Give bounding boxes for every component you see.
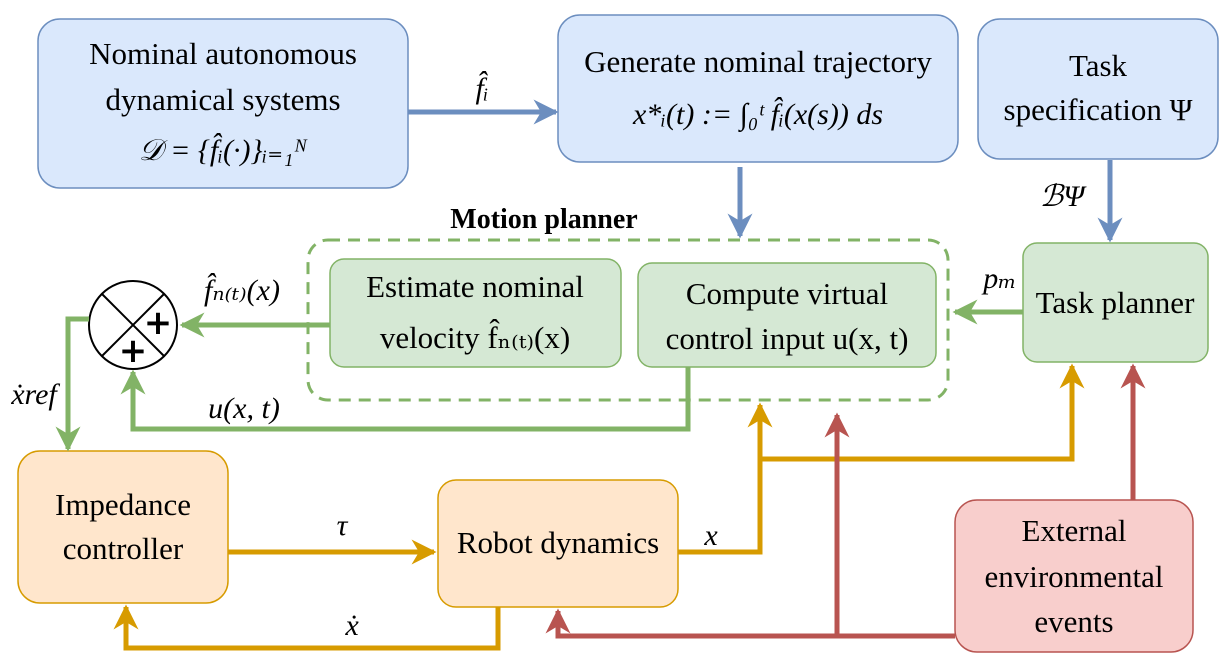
task-planner-box: Task planner xyxy=(1022,242,1209,363)
label-u-xt: u(x, t) xyxy=(208,392,280,425)
svg-text:Estimate nominal: Estimate nominal xyxy=(366,269,584,304)
svg-text:control input u(x, t): control input u(x, t) xyxy=(666,321,909,356)
motion-planner-group xyxy=(306,238,950,402)
label-f-hat-nt: f̂ₙ₍ₜ₎(x) xyxy=(204,273,280,307)
svg-text:Nominal autonomous: Nominal autonomous xyxy=(89,36,357,71)
generate-trajectory-box: Generate nominal trajectory x*ᵢ(t) := ∫₀… xyxy=(557,14,959,163)
arrow-x-ref-dot xyxy=(55,316,89,452)
arrow-x-dot xyxy=(113,604,501,651)
estimate-velocity-box: Estimate nominal velocity f̂ₙ₍ₜ₎(x) xyxy=(329,258,622,368)
label-b-psi: ℬΨ xyxy=(1040,180,1088,213)
plus-sign-right: + xyxy=(144,303,173,343)
svg-text:dynamical systems: dynamical systems xyxy=(105,82,340,117)
svg-text:Compute virtual: Compute virtual xyxy=(686,276,888,311)
robot-dynamics-box: Robot dynamics xyxy=(437,479,679,608)
arrow-x-to-planner xyxy=(760,363,1085,462)
label-p-m: pₘ xyxy=(981,262,1016,295)
svg-text:velocity f̂ₙ₍ₜ₎(x): velocity f̂ₙ₍ₜ₎(x) xyxy=(380,318,570,355)
svg-text:specification Ψ: specification Ψ xyxy=(1004,92,1193,127)
svg-text:External: External xyxy=(1021,513,1126,548)
arrow-x-to-control xyxy=(678,402,773,555)
svg-text:Generate nominal trajectory: Generate nominal trajectory xyxy=(584,44,932,79)
label-f-hat-i: f̂ᵢ xyxy=(475,71,488,105)
svg-text:𝒟 = {f̂ᵢ(·)}ᵢ₌₁ᴺ: 𝒟 = {f̂ᵢ(·)}ᵢ₌₁ᴺ xyxy=(139,133,309,167)
svg-text:environmental: environmental xyxy=(984,559,1163,594)
summing-junction: + + xyxy=(88,280,178,371)
arrow-u-xt xyxy=(120,367,691,432)
label-x-dot: ẋ xyxy=(344,609,359,642)
compute-control-box: Compute virtual control input u(x, t) xyxy=(637,262,937,368)
svg-text:Task planner: Task planner xyxy=(1036,285,1195,320)
svg-text:Robot dynamics: Robot dynamics xyxy=(457,525,659,560)
label-tau: τ xyxy=(337,509,349,542)
svg-text:controller: controller xyxy=(63,531,184,566)
svg-text:Impedance: Impedance xyxy=(55,487,191,522)
label-x-ref-dot: ẋref xyxy=(10,378,60,411)
svg-text:x*ᵢ(t) := ∫₀ᵗ f̂ᵢ(x(s)) ds: x*ᵢ(t) := ∫₀ᵗ f̂ᵢ(x(s)) ds xyxy=(632,97,883,133)
impedance-controller-box: Impedance controller xyxy=(17,450,229,604)
svg-text:Task: Task xyxy=(1069,48,1128,83)
motion-planner-title: Motion planner xyxy=(450,204,637,235)
svg-text:events: events xyxy=(1034,604,1113,639)
external-events-box: External environmental events xyxy=(954,499,1194,653)
plus-sign-bottom: + xyxy=(119,331,148,371)
label-x: x xyxy=(703,519,718,552)
nominal-systems-box: Nominal autonomous dynamical systems 𝒟 =… xyxy=(37,18,409,189)
task-specification-box: Task specification Ψ xyxy=(977,18,1219,160)
arrow-events-to-robot xyxy=(545,608,955,639)
